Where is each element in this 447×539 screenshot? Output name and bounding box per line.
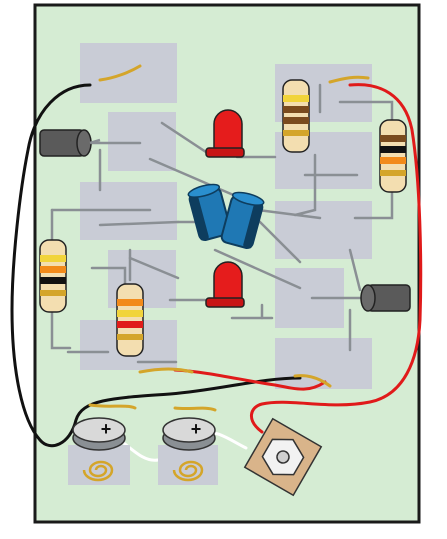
trace: [293, 153, 317, 217]
sensor-cap: [76, 129, 92, 157]
black-wire: [10, 83, 302, 448]
resistor-band: [283, 130, 309, 136]
resistor-3: [39, 239, 67, 313]
pad: [108, 112, 176, 171]
red-wire: [250, 83, 423, 434]
resistor-band: [40, 266, 66, 273]
led-body: [213, 261, 243, 305]
gold-wire: [98, 64, 142, 82]
trace: [128, 256, 180, 280]
resistor-band: [117, 310, 143, 317]
sensor-left: [39, 129, 101, 157]
gold-wire: [173, 406, 217, 412]
resistor-band: [283, 117, 309, 124]
capacitor-stripe: [189, 193, 209, 241]
led-bottom: [205, 261, 245, 308]
resistor-band: [117, 321, 143, 328]
trace: [213, 248, 302, 290]
plus-symbol: +: [101, 419, 112, 439]
resistor-band: [380, 157, 406, 164]
trace: [148, 157, 247, 202]
coin-cell-top: [72, 417, 126, 443]
trace: [353, 188, 394, 220]
red-wire-short: [173, 368, 327, 391]
gold-wire: [293, 374, 332, 388]
potentiometer: [243, 417, 323, 497]
trace: [160, 121, 214, 158]
led-rim: [205, 147, 245, 158]
resistor-band: [380, 146, 406, 153]
trace: [348, 248, 362, 292]
led-body: [213, 109, 243, 156]
resistor-band: [283, 106, 309, 113]
battery-coil: [82, 460, 114, 482]
battery-holder-pad: [68, 445, 130, 485]
trace: [90, 266, 127, 290]
battery-holder-pad: [158, 445, 218, 485]
led-rim: [205, 297, 245, 308]
battery-holder-2: +: [158, 417, 218, 485]
resistor-body: [379, 119, 407, 193]
capacitor-top: [187, 183, 221, 198]
resistor-4: [116, 283, 144, 357]
resistor-2: [379, 119, 407, 193]
trace: [338, 100, 394, 122]
resistor-band: [40, 255, 66, 262]
trace: [256, 218, 302, 264]
gold-wire: [328, 75, 370, 84]
resistor-band: [40, 277, 66, 284]
resistor-band: [380, 170, 406, 176]
gold-wire: [138, 367, 194, 374]
led-top: [205, 109, 245, 158]
capacitor-1: [187, 183, 232, 241]
pad: [275, 201, 372, 259]
gold-wire-group: [88, 64, 370, 412]
sensor-leads: [89, 138, 101, 145]
resistor-band: [283, 95, 309, 102]
resistor-band: [380, 135, 406, 142]
trace-group: [50, 83, 394, 364]
sensor-right: [360, 284, 411, 312]
capacitor-stripe: [243, 201, 263, 249]
resistor-band: [117, 334, 143, 340]
gold-wire: [88, 403, 137, 410]
sensor-cap: [360, 284, 376, 312]
resistor-body: [116, 283, 144, 357]
resistor-body: [282, 79, 310, 153]
resistor-band: [40, 290, 66, 296]
battery-coil: [172, 460, 204, 482]
capacitor-2: [220, 191, 265, 249]
plus-symbol: +: [191, 419, 202, 439]
battery-holder-1: +: [68, 417, 130, 485]
coin-cell-top: [162, 417, 216, 443]
resistor-band: [117, 299, 143, 306]
trace: [50, 308, 72, 350]
trace: [256, 208, 322, 220]
capacitor-top: [231, 191, 265, 206]
trace: [98, 220, 180, 227]
resistor-body: [39, 239, 67, 313]
resistor-1: [282, 79, 310, 153]
pot-shaft: [276, 450, 290, 464]
